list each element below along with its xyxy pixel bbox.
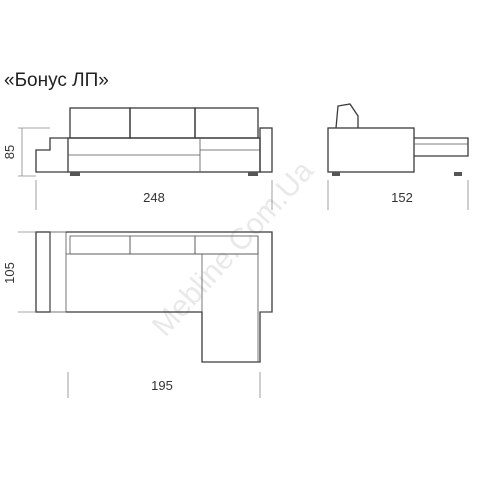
front-width-label: 248 [143, 190, 165, 205]
plan-left-back [49, 231, 67, 313]
back-cushion-right [194, 107, 259, 139]
side-depth-label: 152 [391, 190, 413, 205]
back-cushion-middle [129, 107, 196, 139]
plan-view: 105 195 [2, 231, 273, 398]
front-view: 85 248 [2, 107, 273, 210]
left-armrest [35, 137, 68, 173]
plan-width-label: 195 [151, 378, 173, 393]
plan-back-cushion-middle [129, 235, 196, 255]
foot [454, 172, 462, 176]
plan-back-cushion-left [69, 235, 131, 255]
front-height-label: 85 [2, 145, 17, 159]
side-body [327, 127, 415, 173]
watermark-text: Mebline.Com.Ua [146, 154, 320, 342]
foot [332, 172, 340, 176]
right-armrest [259, 127, 273, 173]
side-view: 152 [327, 103, 469, 210]
plan-body-outline [66, 231, 273, 363]
back-cushion-left [69, 107, 131, 139]
foot [70, 172, 80, 176]
foot [248, 172, 258, 176]
plan-depth-label: 105 [2, 262, 17, 284]
plan-left-armrest [35, 231, 51, 313]
side-back-cushion [335, 103, 359, 129]
product-title: «Бонус ЛП» [4, 70, 109, 91]
side-chaise [414, 137, 469, 157]
